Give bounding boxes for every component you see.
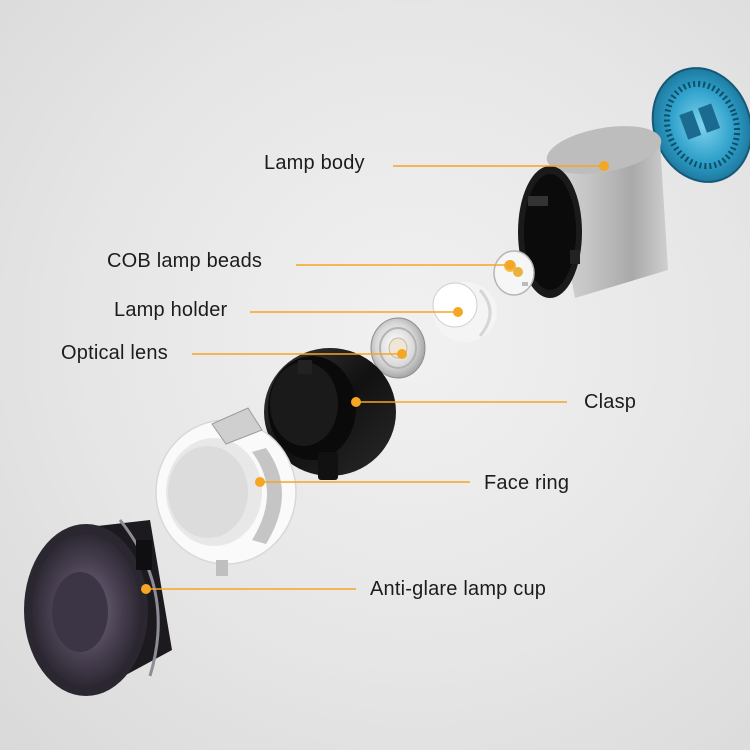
leader-dot-optical-lens [397,349,407,359]
lamp-body-cylinder [518,126,668,298]
label-clasp: Clasp [584,391,637,413]
leader-lines [146,165,604,590]
clasp-part [264,348,396,480]
label-cob-lamp-beads: COB lamp beads [107,250,263,272]
optical-lens-part [370,317,426,379]
label-anti-glare-lamp-cup: Anti-glare lamp cup [370,578,547,600]
anti-glare-lamp-cup-part [24,519,172,696]
lamp-holder-part [432,282,497,342]
leader-dot-anti-glare-lamp-cup [141,584,151,594]
label-optical-lens: Optical lens [61,342,168,364]
leader-dot-lamp-holder [453,307,463,317]
cob-lamp-beads-part [493,250,535,296]
face-ring-part [155,407,297,576]
label-face-ring: Face ring [484,472,570,494]
label-lamp-holder: Lamp holder [114,299,228,321]
blue-driver-cap [651,67,750,183]
leader-dot-cob-lamp-beads [505,260,515,270]
leader-dots [141,161,609,594]
leader-dot-clasp [351,397,361,407]
leader-dot-face-ring [255,477,265,487]
leader-dot-lamp-body [599,161,609,171]
label-lamp-body: Lamp body [264,152,365,174]
